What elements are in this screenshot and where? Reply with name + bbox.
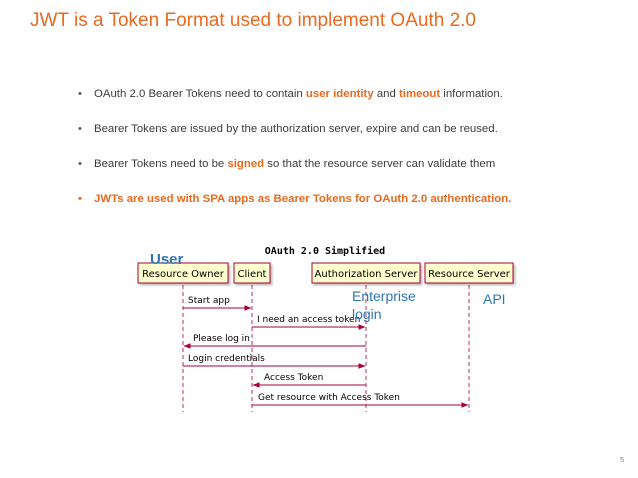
participant-client: Client [233,262,271,284]
message-access-token: Access Token [252,373,366,388]
message-label: Get resource with Access Token [258,393,400,403]
message-login-credentials: Login credentials [183,354,366,369]
bullet-bearer-issued: Bearer Tokens are issued by the authoriz… [78,122,511,136]
bullet-user-identity: OAuth 2.0 Bearer Tokens need to contain … [78,87,511,101]
message-label: I need an access token [257,315,360,325]
slide-title: JWT is a Token Format used to implement … [30,10,476,31]
diagram-title: OAuth 2.0 Simplified [265,245,385,257]
annotation-enterprise: Enterprise [352,288,416,304]
message-start-app: Start app [183,296,252,311]
message-please-log-in: Please log in [183,334,366,349]
message-label: Please log in [193,334,250,344]
participant-authorization-server: Authorization Server [311,262,421,284]
participant-resource-server: Resource Server [424,262,514,284]
highlight-user-identity: user identity [305,88,374,100]
bullet-text: JWTs are used with SPA apps as Bearer To… [94,193,512,205]
participant-label: Resource Owner [142,269,225,280]
participant-resource-owner: Resource Owner [137,262,229,284]
bullet-text: information. [440,88,503,100]
bullet-jwt-spa: JWTs are used with SPA apps as Bearer To… [78,192,511,206]
message-label: Access Token [264,373,323,383]
bullet-signed: Bearer Tokens need to be signed so that … [78,157,511,171]
bullet-text: and [373,88,399,100]
participant-label: Authorization Server [315,269,419,280]
annotation-api: API [483,291,506,307]
message-get-resource: Get resource with Access Token [252,393,469,408]
page-number: 5 [620,457,624,464]
message-need-access-token: I need an access token [252,315,366,330]
message-label: Login credentials [188,354,265,364]
participant-label: Client [238,269,267,280]
message-label: Start app [188,296,230,306]
highlight-signed: signed [227,158,265,170]
bullet-text: Bearer Tokens need to be [94,158,228,170]
annotation-login: login [352,306,382,322]
annotation-user: User [150,251,184,268]
highlight-timeout: timeout [399,88,441,100]
bullet-text: OAuth 2.0 Bearer Tokens need to contain [94,88,306,100]
bullet-text: so that the resource server can validate… [264,158,496,170]
bullet-list: OAuth 2.0 Bearer Tokens need to contain … [78,78,511,206]
participant-label: Resource Server [428,269,511,280]
bullet-text: Bearer Tokens are issued by the authoriz… [94,123,498,135]
